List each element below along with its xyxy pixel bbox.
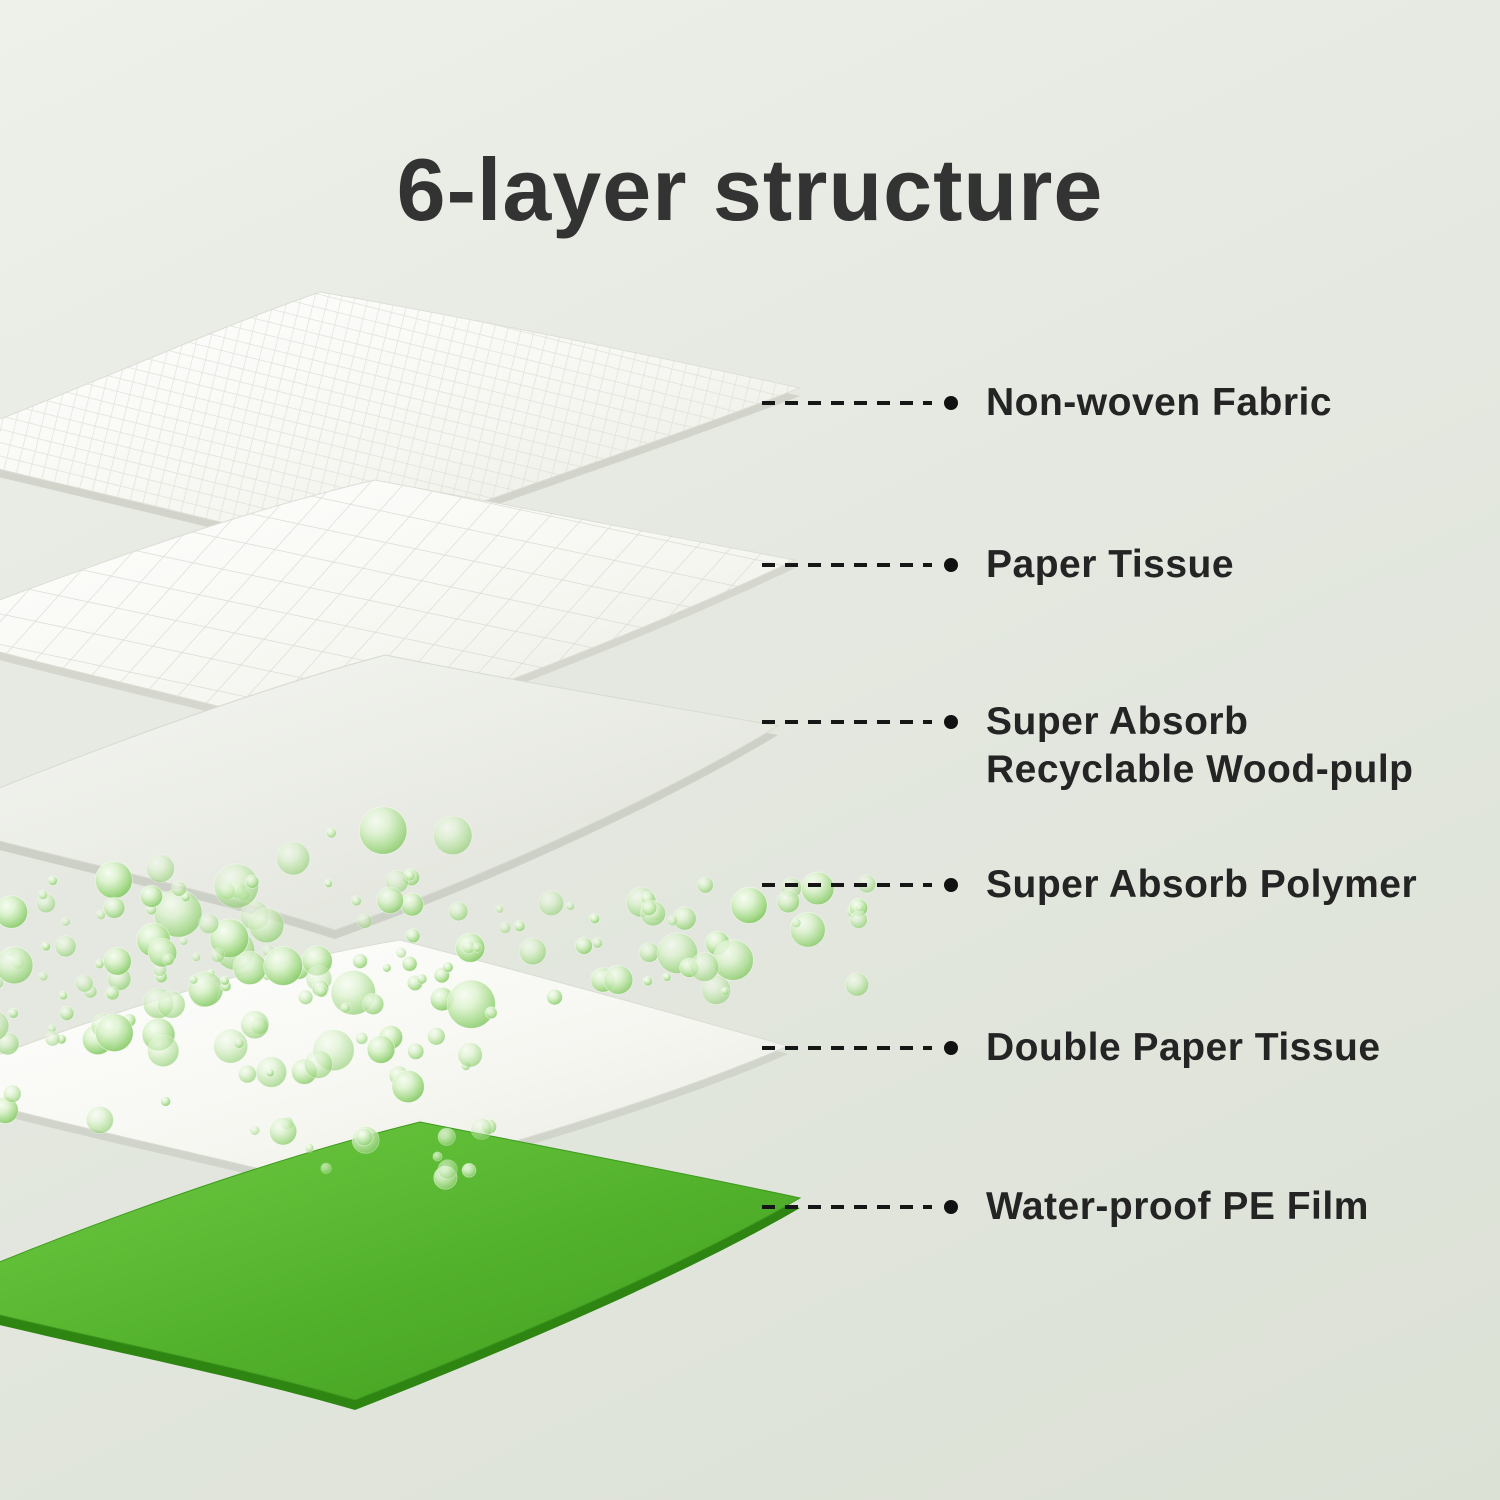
connector	[762, 1041, 958, 1055]
connector-dot	[944, 396, 958, 410]
layer-label: Water-proof PE Film	[986, 1185, 1369, 1228]
connector	[762, 878, 958, 892]
connector-dot	[944, 1041, 958, 1055]
connector-dot	[944, 558, 958, 572]
polymer-beads-cluster	[0, 806, 877, 1190]
dashed-connector	[762, 563, 932, 567]
layer-label-row-polymer: Super Absorb Polymer	[762, 861, 1417, 909]
page-title: 6-layer structure	[396, 139, 1104, 239]
layer-label-row-pe-film: Water-proof PE Film	[762, 1183, 1369, 1231]
dashed-connector	[762, 883, 932, 887]
layer-label: Super Absorb Polymer	[986, 863, 1418, 906]
connector-dot	[944, 878, 958, 892]
dashed-connector	[762, 401, 932, 405]
layer-label-row-wood-pulp: Super Absorb Recyclable Wood-pulp	[762, 698, 1414, 794]
sheet-wood-pulp	[0, 654, 780, 939]
layer-label-row-paper-tissue: Paper Tissue	[762, 541, 1234, 589]
layer-label: Paper Tissue	[986, 543, 1235, 586]
layer-label: Super Absorb Recyclable Wood-pulp	[986, 700, 1414, 791]
sheet-non-woven-fabric	[0, 291, 802, 560]
connector	[762, 715, 958, 729]
connector	[762, 558, 958, 572]
connector-dot	[944, 1200, 958, 1214]
connector	[762, 1200, 958, 1214]
connector-dot	[944, 715, 958, 729]
dashed-connector	[762, 720, 932, 724]
sheet-paper-tissue	[0, 479, 797, 748]
layer-label: Double Paper Tissue	[986, 1026, 1381, 1069]
layer-label-row-double-paper-tissue: Double Paper Tissue	[762, 1024, 1381, 1072]
layer-label: Non-woven Fabric	[986, 381, 1333, 424]
sheet-pe-film	[0, 1121, 802, 1410]
dashed-connector	[762, 1046, 932, 1050]
dashed-connector	[762, 1205, 932, 1209]
connector	[762, 396, 958, 410]
layer-label-row-non-woven-fabric: Non-woven Fabric	[762, 379, 1332, 427]
